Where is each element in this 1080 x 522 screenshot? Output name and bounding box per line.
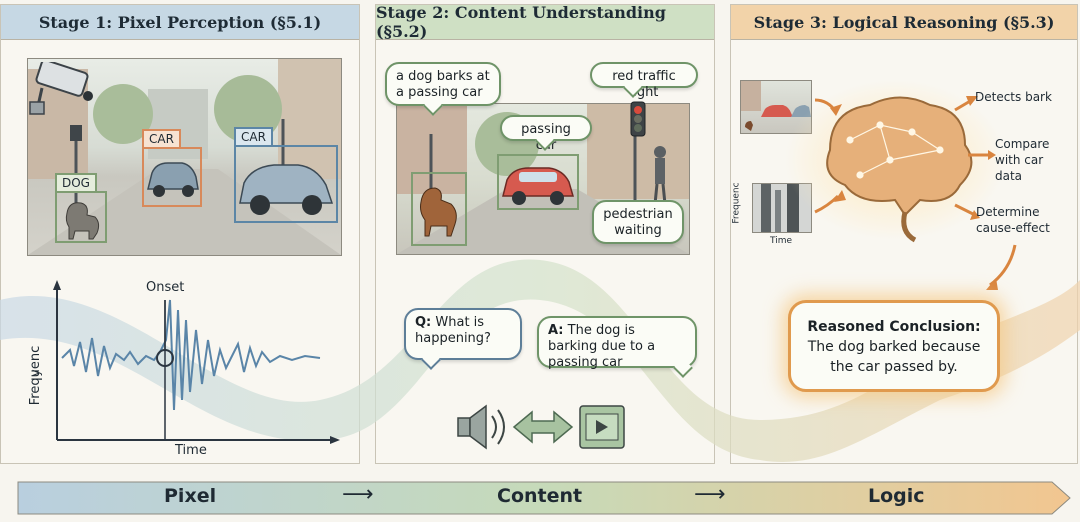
double-arrow-icon <box>512 410 574 444</box>
spectrogram-xlabel: Time <box>770 236 793 246</box>
car-1-label: CAR <box>142 129 181 149</box>
question-prefix: Q: <box>415 315 432 330</box>
plot-y-axis-label: y <box>28 369 43 377</box>
bar-label-logic: Logic <box>868 485 925 507</box>
car-2-icon <box>239 164 334 215</box>
conclusion-title: Reasoned Conclusion: <box>807 319 981 335</box>
traffic-light-icon <box>630 101 646 137</box>
car-1-icon <box>147 162 199 197</box>
bubble-pedestrian: pedestrian waiting <box>592 200 684 244</box>
answer-prefix: A: <box>548 323 564 338</box>
bar-label-content: Content <box>497 485 583 507</box>
dog-bounding-box: DOG <box>55 173 107 243</box>
bubble-traffic-light: red traffic light <box>590 62 698 100</box>
stage-2-header: Stage 2: Content Understanding (§5.2) <box>376 3 714 41</box>
onset-label: Onset <box>146 280 185 295</box>
car-2-bounding-box: CAR <box>234 127 338 223</box>
answer-text: The dog is barking due to a passing car <box>548 323 656 370</box>
bar-label-pixel: Pixel <box>164 485 217 507</box>
dog-box-2 <box>411 172 467 246</box>
video-icon <box>579 405 625 449</box>
brain-icon <box>826 96 973 217</box>
dog-icon-2 <box>420 187 457 237</box>
stage-1-header: Stage 1: Pixel Perception (§5.1) <box>1 5 359 40</box>
car-1-bounding-box: CAR <box>142 129 202 207</box>
car-2-label: CAR <box>234 127 273 147</box>
speaker-icon <box>457 404 505 450</box>
car-box-2 <box>497 154 579 210</box>
bubble-dog-barks: a dog barks at a passing car <box>385 62 501 106</box>
thumbnail-scene <box>741 81 811 131</box>
flow-ribbon <box>0 259 1080 462</box>
step-determine: Determine cause-effect <box>976 205 1050 235</box>
dog-icon <box>65 202 100 240</box>
conclusion-bubble: Reasoned Conclusion: The dog barked beca… <box>788 300 1000 392</box>
dog-label: DOG <box>55 173 97 193</box>
stage-1-street-scene: CAR CAR DOG <box>27 58 342 256</box>
audio-waveform <box>61 299 321 411</box>
step-compare: Compare with car data <box>995 137 1050 183</box>
question-bubble: Q: What is happening? <box>404 308 522 360</box>
conclusion-text: The dog barked because the car passed by… <box>807 339 981 375</box>
progression-bar <box>17 481 1071 515</box>
camera-icon <box>29 62 93 115</box>
answer-bubble: A: The dog is barking due to a passing c… <box>537 316 697 370</box>
bar-arrow-2: ⟶ <box>694 482 726 507</box>
spectrogram-image <box>753 184 811 232</box>
stage-3-header: Stage 3: Logical Reasoning (§5.3) <box>731 5 1077 40</box>
red-car-icon <box>502 167 574 205</box>
bar-arrow-1: ⟶ <box>342 482 374 507</box>
step-detects-bark: Detects bark <box>975 90 1052 104</box>
question-text: What is happening? <box>415 315 491 346</box>
plot-xlabel: Time <box>175 443 207 458</box>
